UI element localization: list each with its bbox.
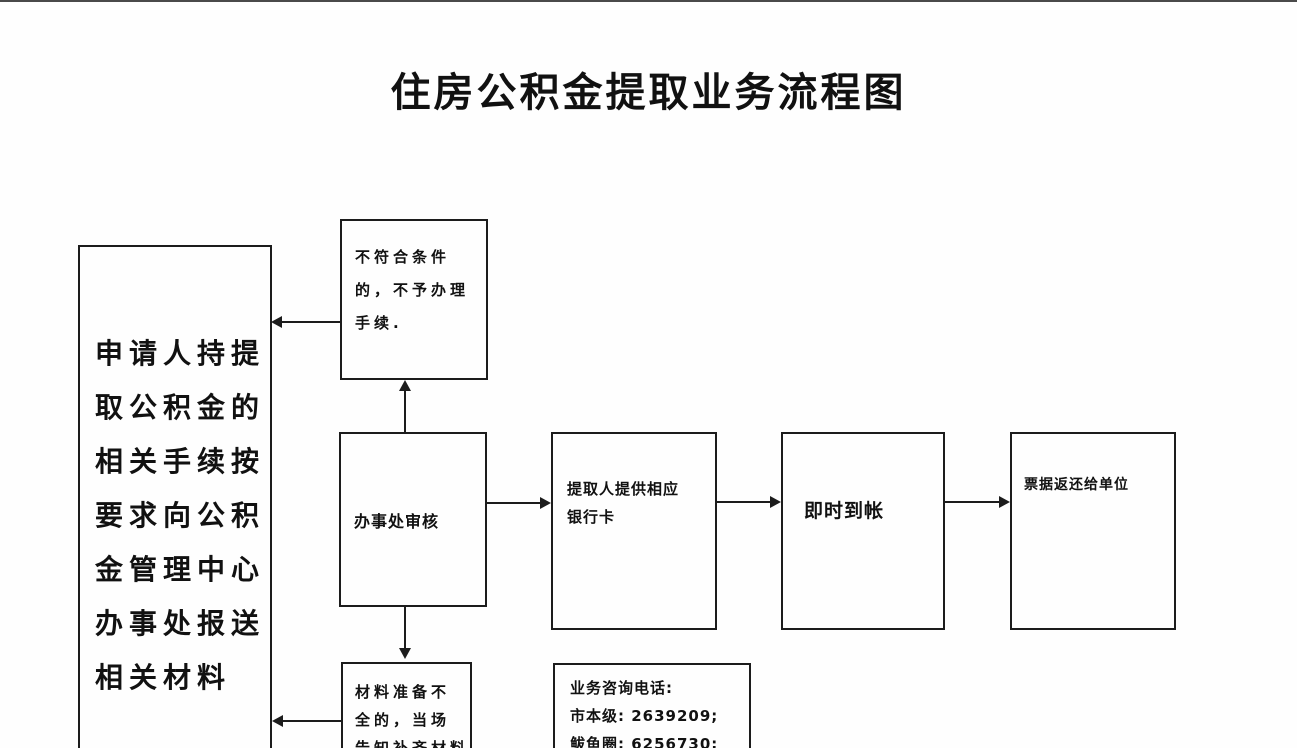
- box-text-line: 告知补齐材料: [355, 739, 470, 748]
- arrowhead-down-icon: [399, 648, 411, 659]
- flow-box-reject-not-eligible: 不符合条件 的，不予办理 手续.: [340, 219, 488, 380]
- arrow-line-instant-to-receipt: [945, 501, 1000, 503]
- box-text-line: 办事处审核: [354, 511, 440, 531]
- flow-box-applicant-materials: 申请人持提 取公积金的 相关手续按 要求向公积 金管理中心 办事处报送 相关材料: [78, 245, 272, 748]
- box-text-line: 金管理中心: [95, 553, 266, 586]
- arrow-line-review-to-reject: [404, 390, 406, 432]
- box-text-line: 不符合条件: [355, 248, 451, 266]
- arrowhead-right-icon: [540, 497, 551, 509]
- box-text-line: 手续.: [355, 314, 403, 332]
- flow-box-provide-bankcard: 提取人提供相应 银行卡: [551, 432, 717, 630]
- box-text-line: 提取人提供相应: [567, 480, 680, 498]
- page-title: 住房公积金提取业务流程图: [390, 70, 907, 116]
- arrow-line-bankcard-to-instant: [717, 501, 771, 503]
- arrow-line-review-to-bankcard: [487, 502, 541, 504]
- top-border-line: [0, 0, 1297, 2]
- flow-box-instant-credit: 即时到帐: [781, 432, 945, 630]
- box-text-line: 材料准备不: [355, 683, 451, 701]
- arrowhead-left-icon: [272, 715, 283, 727]
- arrow-line-review-to-incomplete: [404, 607, 406, 649]
- box-text-line: 取公积金的: [95, 391, 266, 424]
- box-text-line: 申请人持提: [95, 337, 266, 370]
- arrow-line-reject-to-applicant: [281, 321, 340, 323]
- flow-box-office-review: 办事处审核: [339, 432, 487, 607]
- arrow-line-incomplete-to-applicant: [282, 720, 341, 722]
- box-text-line: 办事处报送: [95, 607, 266, 640]
- box-text-line: 票据返还给单位: [1024, 477, 1129, 493]
- box-text-line: 的，不予办理: [355, 281, 470, 299]
- box-text-line: 银行卡: [567, 508, 616, 526]
- box-text-line: 市本级: 2639209;: [570, 707, 719, 725]
- box-text-line: 即时到帐: [804, 500, 885, 522]
- flow-box-incomplete-materials: 材料准备不 全的，当场 告知补齐材料: [341, 662, 472, 748]
- box-text-line: 要求向公积: [95, 499, 266, 532]
- arrowhead-right-icon: [770, 496, 781, 508]
- box-text-line: 鲅鱼圈: 6256730;: [570, 735, 719, 748]
- box-text-line: 相关手续按: [95, 445, 266, 478]
- arrowhead-left-icon: [271, 316, 282, 328]
- box-text-line: 全的，当场: [355, 711, 451, 729]
- flow-box-return-receipt: 票据返还给单位: [1010, 432, 1176, 630]
- box-text-line: 相关材料: [95, 661, 232, 694]
- arrowhead-right-icon: [999, 496, 1010, 508]
- arrowhead-up-icon: [399, 380, 411, 391]
- box-text-line: 业务咨询电话:: [570, 679, 673, 697]
- flow-box-hotline-numbers: 业务咨询电话: 市本级: 2639209; 鲅鱼圈: 6256730;: [553, 663, 751, 748]
